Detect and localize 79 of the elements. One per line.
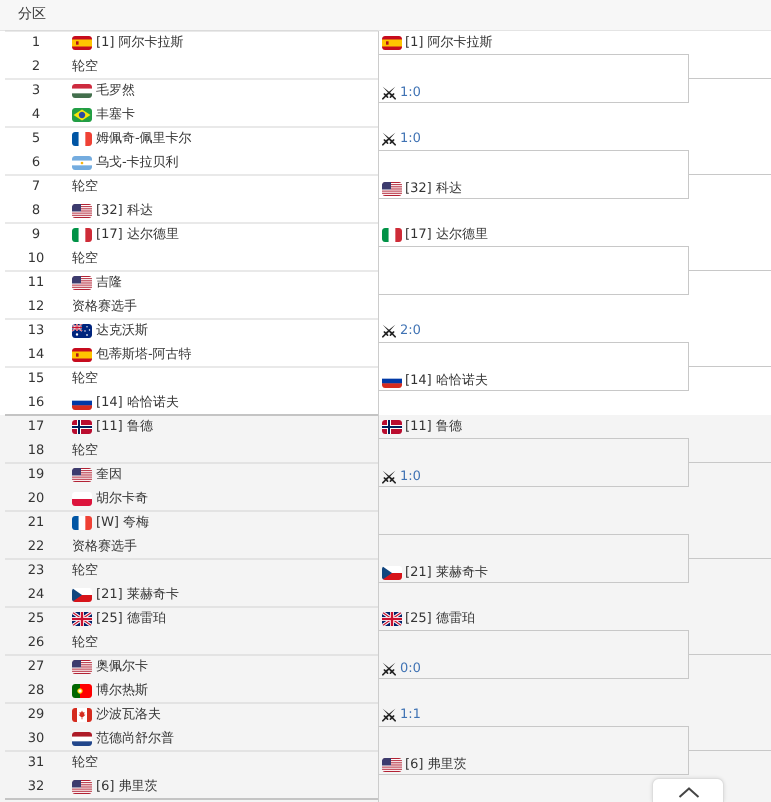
player-name: 毛罗然 — [96, 83, 135, 99]
player-name: 博尔热斯 — [96, 683, 148, 699]
match-score: 0:0 — [400, 661, 421, 677]
player-name: [14] 哈恰诺夫 — [405, 373, 488, 389]
player-name: [17] 达尔德里 — [96, 227, 179, 243]
player-name: 丰塞卡 — [96, 107, 135, 123]
row-number: 27 — [26, 659, 46, 675]
row-number: 28 — [26, 683, 46, 699]
player-name: 轮空 — [72, 635, 98, 651]
row-number: 21 — [26, 515, 46, 531]
player-name: [32] 科达 — [405, 181, 462, 197]
player-name: [25] 德雷珀 — [96, 611, 166, 627]
player-name: [W] 夸梅 — [96, 515, 150, 531]
player-name: 轮空 — [72, 443, 98, 459]
player-name: 乌戈-卡拉贝利 — [96, 155, 179, 171]
row-number: 19 — [26, 467, 46, 483]
player-name: [14] 哈恰诺夫 — [96, 395, 179, 411]
player-name: 胡尔卡奇 — [96, 491, 148, 507]
row-number: 13 — [26, 323, 46, 339]
player-name: 轮空 — [72, 563, 98, 579]
player-name: [21] 莱赫奇卡 — [96, 587, 179, 603]
row-number: 32 — [26, 779, 46, 795]
player-name: 包蒂斯塔-阿古特 — [96, 347, 192, 363]
row-number: 6 — [30, 155, 42, 171]
row-number: 2 — [30, 59, 42, 75]
player-name: [11] 鲁德 — [405, 419, 462, 435]
row-number: 11 — [26, 275, 46, 291]
match-score: 1:0 — [400, 85, 421, 101]
player-name: 轮空 — [72, 59, 98, 75]
player-name: [1] 阿尔卡拉斯 — [96, 35, 184, 51]
player-name: 资格赛选手 — [72, 539, 137, 555]
row-number: 1 — [30, 35, 42, 51]
row-number: 23 — [26, 563, 46, 579]
row-number: 17 — [26, 419, 46, 435]
player-name: [11] 鲁德 — [96, 419, 153, 435]
player-name: 轮空 — [72, 251, 98, 267]
row-number: 30 — [26, 731, 46, 747]
player-name: 奎因 — [96, 467, 122, 483]
player-name: 吉隆 — [96, 275, 122, 291]
player-name: 奥佩尔卡 — [96, 659, 148, 675]
row-number: 18 — [26, 443, 46, 459]
player-name: [6] 弗里茨 — [405, 757, 467, 773]
row-number: 10 — [26, 251, 46, 267]
match-score: 2:0 — [400, 323, 421, 339]
row-number: 14 — [26, 347, 46, 363]
row-number: 25 — [26, 611, 46, 627]
player-name: [25] 德雷珀 — [405, 611, 475, 627]
row-number: 3 — [30, 83, 42, 99]
row-number: 7 — [30, 179, 42, 195]
player-name: [6] 弗里茨 — [96, 779, 158, 795]
row-number: 5 — [30, 131, 42, 147]
player-name: 范德尚舒尔普 — [96, 731, 174, 747]
match-score: 1:0 — [400, 469, 421, 485]
row-number: 20 — [26, 491, 46, 507]
row-number: 15 — [26, 371, 46, 387]
player-name: 轮空 — [72, 371, 98, 387]
row-number: 26 — [26, 635, 46, 651]
player-name: 沙波瓦洛夫 — [96, 707, 161, 723]
row-number: 4 — [30, 107, 42, 123]
player-name: [1] 阿尔卡拉斯 — [405, 35, 493, 51]
row-number: 24 — [26, 587, 46, 603]
player-name: 姆佩奇-佩里卡尔 — [96, 131, 192, 147]
row-number: 9 — [30, 227, 42, 243]
match-score: 1:0 — [400, 131, 421, 147]
player-name: [21] 莱赫奇卡 — [405, 565, 488, 581]
row-number: 12 — [26, 299, 46, 315]
player-name: 资格赛选手 — [72, 299, 137, 315]
player-name: 轮空 — [72, 755, 98, 771]
player-name: [32] 科达 — [96, 203, 153, 219]
player-name: 达克沃斯 — [96, 323, 148, 339]
player-name: 轮空 — [72, 179, 98, 195]
row-number: 16 — [26, 395, 46, 411]
row-number: 31 — [26, 755, 46, 771]
match-score: 1:1 — [400, 707, 421, 723]
player-name: [17] 达尔德里 — [405, 227, 488, 243]
row-number: 22 — [26, 539, 46, 555]
section-heading: 分区 — [18, 5, 46, 23]
row-number: 8 — [30, 203, 42, 219]
row-number: 29 — [26, 707, 46, 723]
